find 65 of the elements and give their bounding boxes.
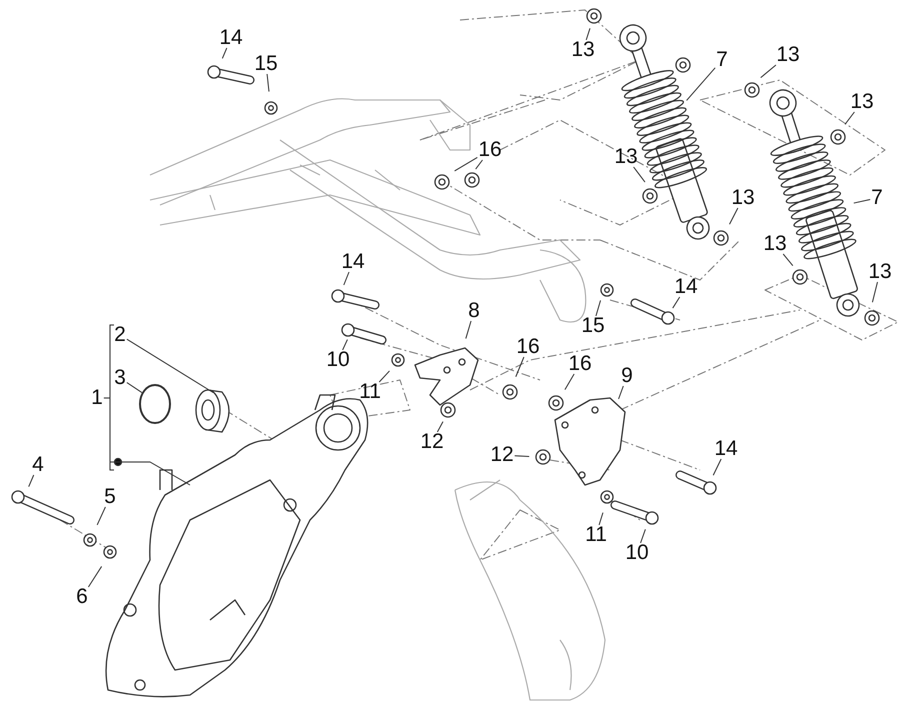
callout-number: 6 [76,586,88,608]
leader-line [872,282,878,303]
leader-line [564,374,575,390]
callout-number: 10 [625,542,649,564]
leader-line [342,339,348,350]
leader-line [633,166,646,183]
leader-line [266,74,270,92]
callout-number: 14 [219,27,243,49]
leader-line [760,64,776,78]
callout-number: 11 [359,381,381,403]
callout-number: 10 [326,349,350,371]
leader-line [729,208,738,225]
callout-number: 14 [341,251,365,273]
callout-number: 16 [568,353,592,375]
leader-line [96,506,106,526]
callout-number: 13 [763,233,787,255]
leader-line [378,370,390,382]
callout-number: 12 [420,431,444,453]
callout-number: 3 [114,367,126,389]
callout-number: 7 [871,187,883,209]
leader-line [514,455,530,458]
leader-line [782,254,794,266]
leader-line [88,566,102,588]
leader-line [465,320,472,340]
leader-line [126,382,142,394]
leader-line [103,398,190,486]
leader-line [343,272,350,286]
leader-line [712,458,722,476]
leader-line [618,386,624,400]
callout-number: 4 [32,454,44,476]
leader-line [598,512,604,526]
callout-number: 12 [490,444,514,466]
leader-line [595,300,602,316]
callout-number: 13 [571,39,595,61]
callout-number: 11 [585,524,607,546]
callout-number: 8 [468,300,480,322]
leader-line [686,67,716,101]
leader-line [586,28,590,40]
callout-number: 7 [716,49,728,71]
callout-number: 2 [114,324,126,346]
callout-number: 16 [478,139,502,161]
callout-number: 14 [674,276,698,298]
leader-line [126,338,214,394]
callout-number: 1 [91,387,103,409]
callout-number: 16 [516,336,540,358]
leader-line [475,160,483,170]
callout-number: 13 [776,44,800,66]
callout-number: 13 [614,146,638,168]
leader-line [454,157,478,172]
callout-number: 13 [850,91,874,113]
leader-line [515,356,524,378]
callout-number: 13 [731,187,755,209]
leader-line [28,474,34,488]
leader-line [672,296,680,309]
leader-line [640,528,646,544]
leader-line [853,199,871,204]
callout-number: 5 [104,486,116,508]
callout-number: 13 [868,261,892,283]
leader-line [844,112,855,125]
callout-number: 15 [254,53,278,75]
callout-number: 14 [714,438,738,460]
leader-line [222,48,228,59]
callout-number: 15 [581,315,605,337]
leader-line [436,421,444,432]
callout-number: 9 [621,365,633,387]
